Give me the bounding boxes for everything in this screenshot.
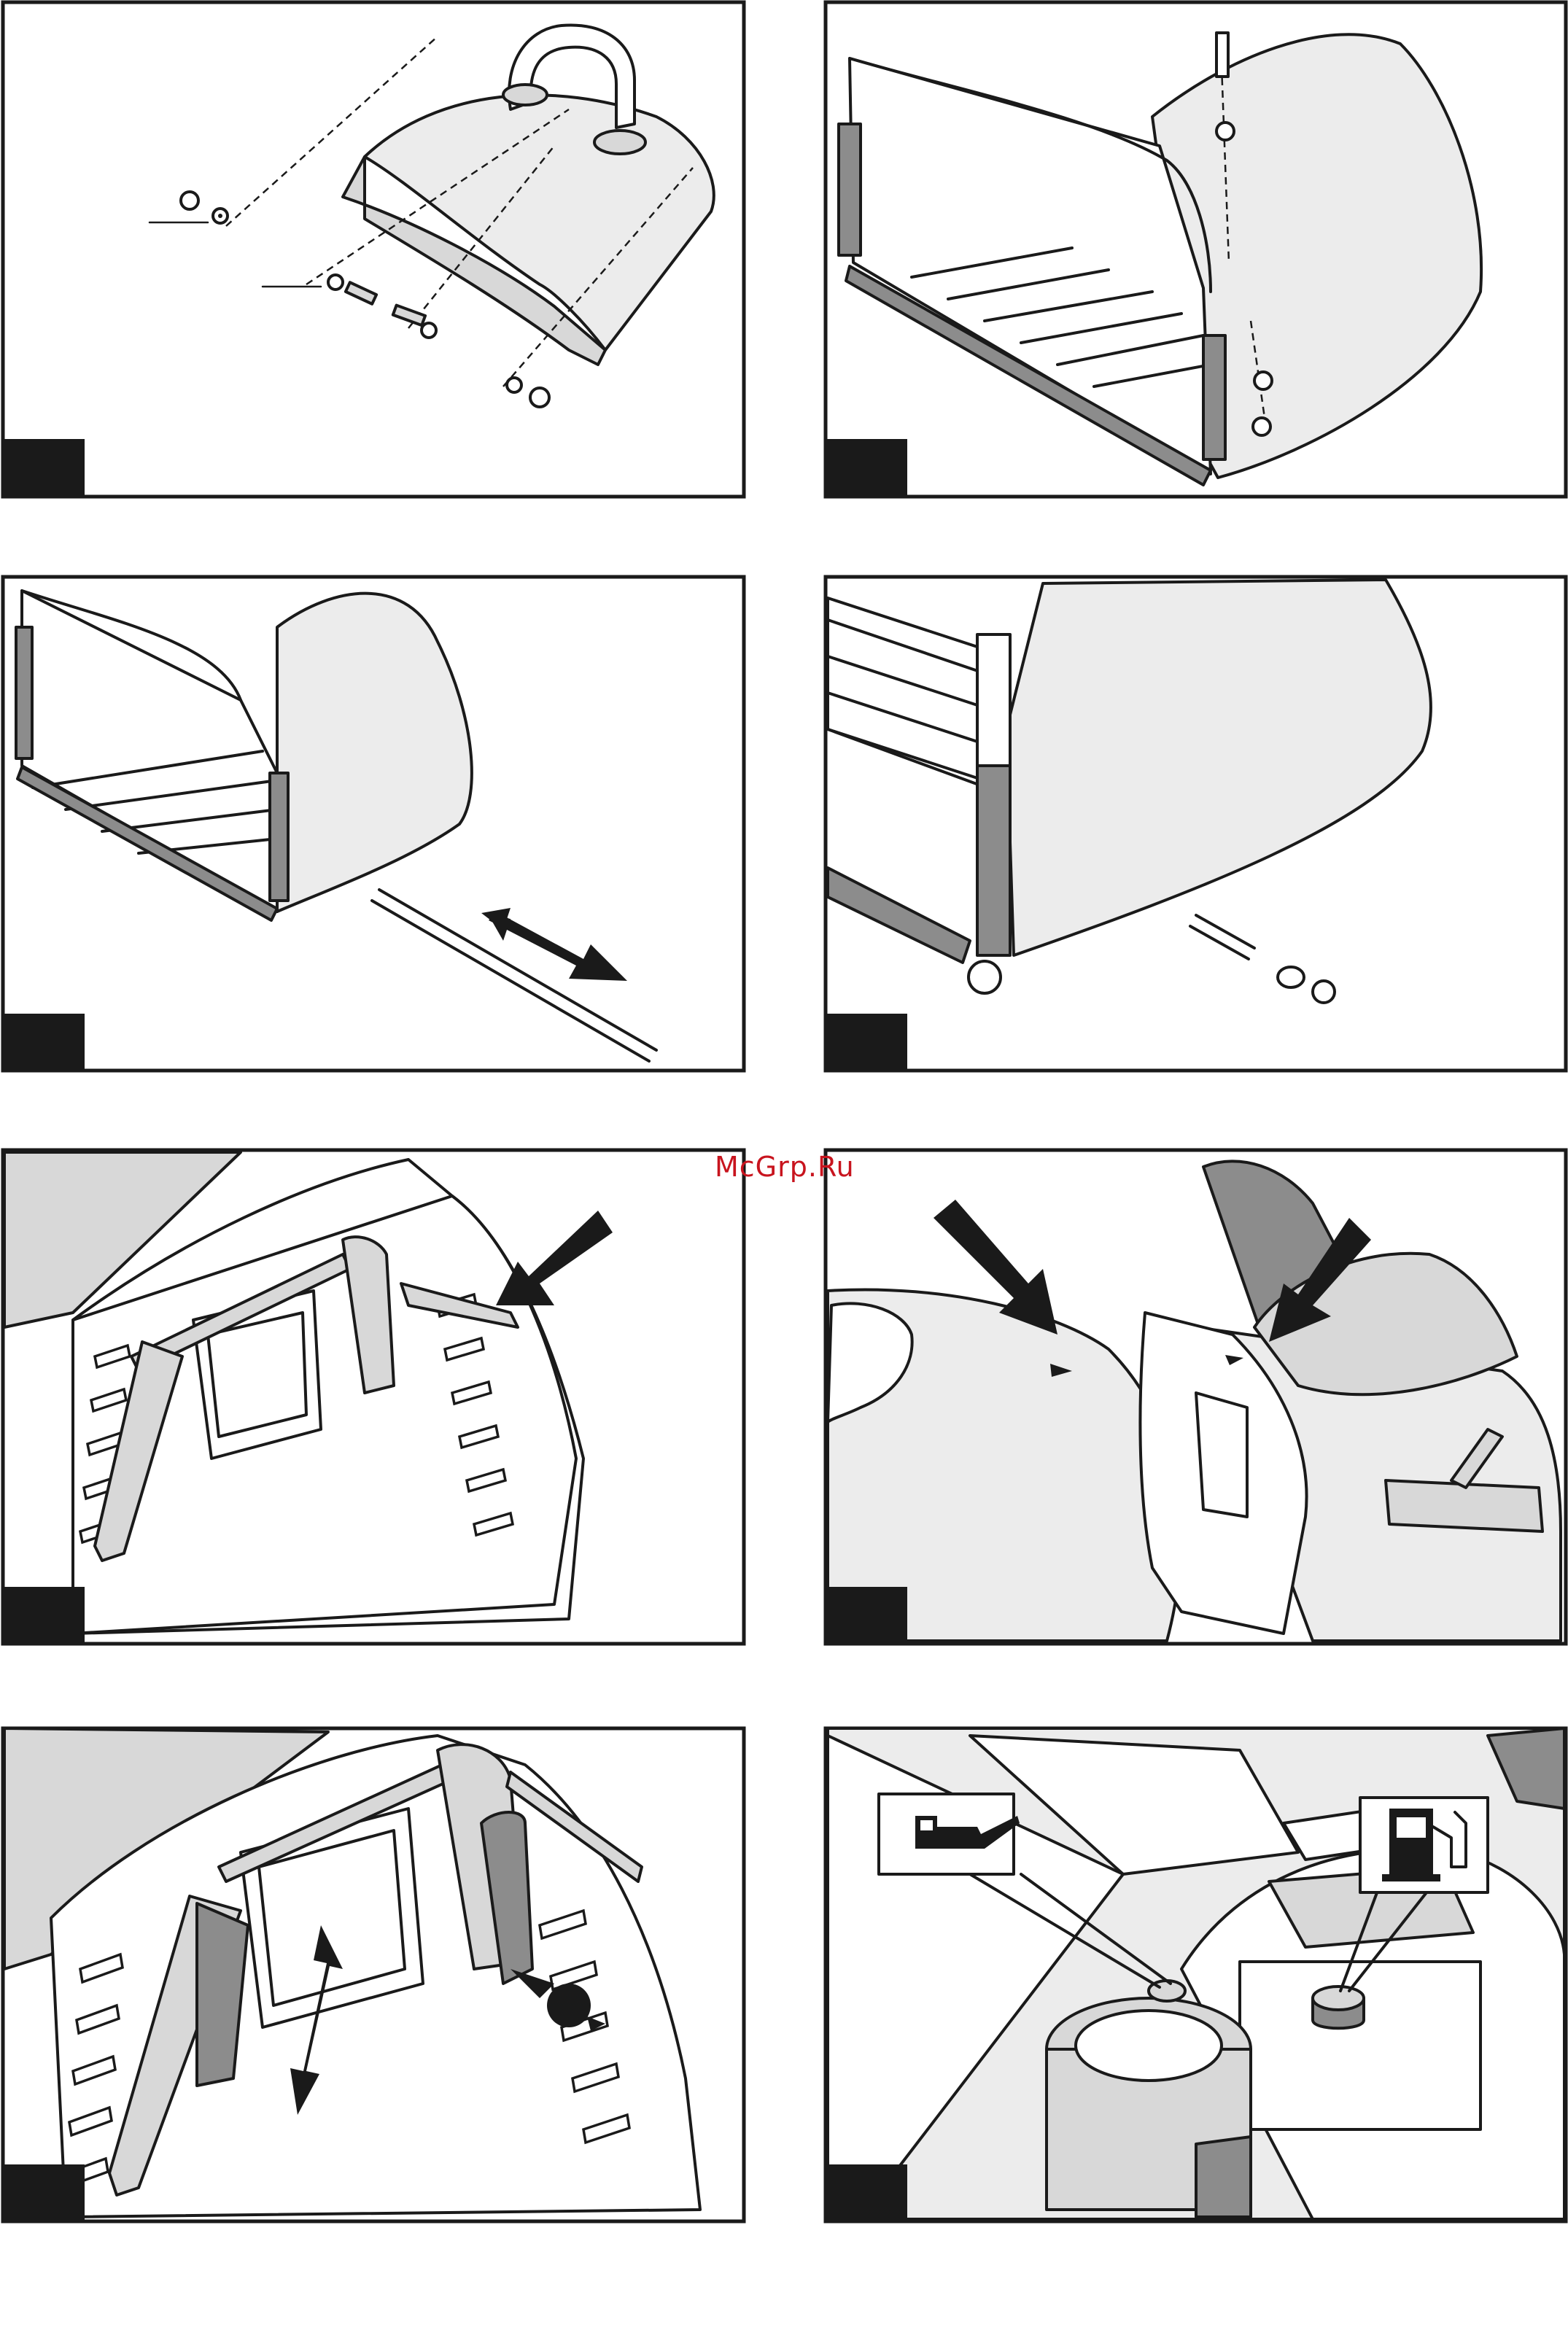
washer-icon xyxy=(1253,418,1270,435)
figure-panel-1 xyxy=(3,2,744,497)
washer-icon xyxy=(328,275,343,290)
fuel-pump-icon xyxy=(1360,1798,1488,1892)
figure-panel-6 xyxy=(826,1150,1566,1644)
washer-icon xyxy=(1216,123,1234,140)
washer-icon xyxy=(1278,967,1304,987)
washer-icon xyxy=(507,378,521,392)
washer-icon xyxy=(422,323,436,338)
figure-panel-3 xyxy=(3,577,744,1071)
figure-panel-8 xyxy=(826,1728,1566,2221)
figure-panel-7 xyxy=(3,1728,744,2221)
fuel-fill-cap xyxy=(1313,1986,1364,2028)
figure-panel-5 xyxy=(3,1150,744,1644)
figure-panel-2 xyxy=(826,2,1566,497)
figure-panel-4 xyxy=(826,577,1566,1071)
nut-icon xyxy=(530,388,549,407)
washer-icon xyxy=(213,209,228,223)
washer-icon xyxy=(1254,372,1272,389)
nut-icon xyxy=(1313,981,1335,1003)
nut-icon xyxy=(181,192,198,209)
oil-can-icon xyxy=(879,1794,1020,1874)
watermark: McGrp.Ru xyxy=(715,1151,855,1183)
bolt-icon xyxy=(1216,33,1228,77)
